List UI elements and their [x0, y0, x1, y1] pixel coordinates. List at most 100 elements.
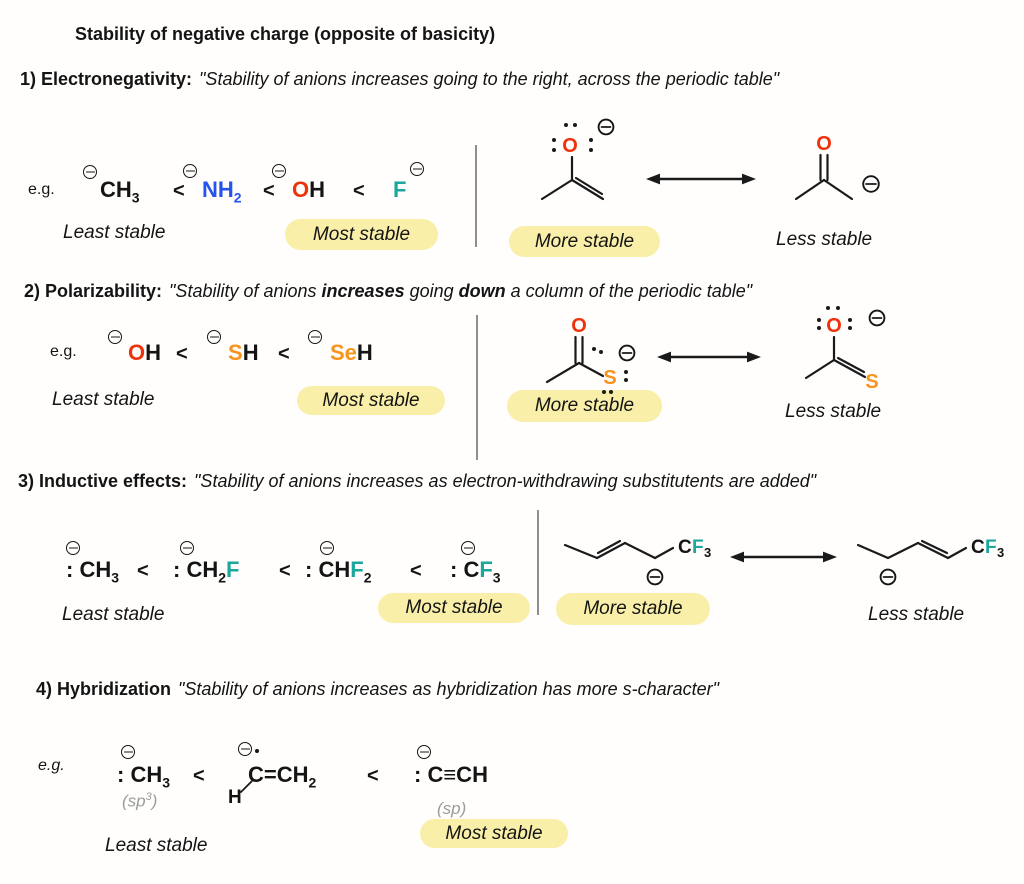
formula-amide-anion: NH2 — [183, 164, 242, 206]
formula-part: F — [350, 557, 364, 582]
oxygen-atom: O — [816, 133, 832, 155]
negative-charge-icon — [417, 745, 431, 759]
section-3-quote: "Stability of anions increases as electr… — [194, 471, 817, 491]
most-stable-label: Most stable — [405, 597, 503, 618]
formula-part: : — [450, 557, 464, 582]
section-divider — [475, 145, 477, 247]
section-4-quote: "Stability of anions increases as hybrid… — [178, 679, 720, 699]
page-title: Stability of negative charge (opposite o… — [75, 24, 496, 44]
formula-selenolate-anion: SeH — [308, 330, 373, 366]
formula-part: : — [173, 557, 187, 582]
formula-subscript: 2 — [308, 774, 317, 791]
least-stable-label: Least stable — [63, 222, 166, 243]
section-1-label: 1) Electronegativity: — [20, 69, 193, 89]
less-than-symbol: < — [410, 560, 422, 582]
more-stable-label: More stable — [583, 598, 683, 619]
formula-part: H — [145, 340, 162, 365]
negative-charge-icon — [646, 568, 664, 586]
carbon-atom: C — [971, 537, 985, 558]
formula-part: H — [356, 340, 373, 365]
fluorine-atom: F — [692, 537, 704, 558]
negative-charge-icon — [183, 164, 197, 178]
formula-part: O — [292, 177, 310, 202]
formula-trifluoromethyl-anion: : CF3 — [450, 541, 501, 586]
most-stable-highlight: Most stable — [420, 819, 568, 848]
section-4-heading: 4) Hybridization "Stability of anions inc… — [36, 678, 986, 701]
formula-part: F — [226, 557, 240, 582]
section-1-quote: "Stability of anions increases going to … — [199, 69, 780, 89]
formula-thiolate-anion: SH — [207, 330, 259, 366]
formula-subscript: 3 — [492, 569, 501, 586]
formula-part: : — [66, 557, 80, 582]
negative-charge-icon — [207, 330, 221, 344]
formula-part: H — [242, 340, 259, 365]
allylic-anion-resonance-structures: C F 3 C F 3 — [563, 537, 1004, 586]
carbon-atom: C — [678, 537, 692, 558]
formula-part: F — [393, 177, 407, 202]
most-stable-highlight: Most stable — [285, 219, 438, 250]
more-stable-highlight: More stable — [509, 226, 660, 257]
negative-charge-icon — [308, 330, 322, 344]
less-than-symbol: < — [193, 765, 205, 787]
negative-charge-icon — [410, 162, 424, 176]
section-2-quote: "Stability of anions increases going dow… — [169, 281, 752, 301]
oxygen-atom: O — [571, 315, 587, 337]
most-stable-label: Most stable — [322, 389, 420, 411]
less-than-symbol: < — [278, 343, 290, 365]
formula-subscript: 2 — [363, 569, 372, 586]
formula-part: Se — [330, 340, 357, 365]
negative-charge-icon — [121, 745, 135, 759]
formula-methyl-anion: : CH3 — [66, 541, 119, 585]
formula-subscript: 3 — [162, 774, 171, 791]
less-than-symbol: < — [353, 180, 365, 202]
section-3-label: 3) Inductive effects: — [18, 471, 188, 491]
negative-charge-icon — [83, 165, 97, 179]
quote-part: going — [404, 281, 459, 301]
less-than-symbol: < — [367, 765, 379, 787]
section-2-heading: 2) Polarizability: "Stability of anions i… — [24, 280, 1014, 303]
negative-charge-icon — [879, 568, 897, 586]
formula-part: CH — [318, 557, 351, 582]
most-stable-label: Most stable — [445, 822, 543, 844]
quote-part-bold: down — [458, 281, 506, 301]
section-1-heading: 1) Electronegativity: "Stability of anion… — [20, 68, 876, 91]
h-c-bond — [240, 780, 253, 793]
formula-acetylide-anion: : C≡CH — [414, 745, 488, 788]
most-stable-highlight: Most stable — [297, 386, 445, 415]
negative-charge-icon — [461, 541, 475, 555]
section-divider — [537, 510, 539, 615]
less-than-symbol: < — [176, 343, 188, 365]
less-than-symbol: < — [279, 560, 291, 582]
quote-part: "Stability of anions — [169, 281, 322, 301]
section-4-label: 4) Hybridization — [36, 679, 172, 699]
formula-part: O — [128, 340, 146, 365]
formula-hydroxide-anion: OH — [108, 330, 162, 366]
section-3-heading: 3) Inductive effects: "Stability of anion… — [18, 470, 898, 493]
formula-part: C≡CH — [427, 762, 488, 787]
fluorine-atom: F — [985, 537, 997, 558]
less-stable-label: Less stable — [776, 229, 873, 250]
formula-difluoromethyl-anion: : CHF2 — [305, 541, 372, 586]
formula-vinyl-anion: C=CH2 — [238, 742, 317, 791]
least-stable-label: Least stable — [105, 835, 208, 856]
most-stable-highlight: Most stable — [378, 593, 530, 623]
negative-charge-icon — [108, 330, 122, 344]
formula-part: CH — [186, 557, 219, 582]
formula-part: CH — [79, 557, 112, 582]
formula-subscript: 2 — [233, 189, 242, 206]
hybridization-sp3-label: (sp3) — [122, 791, 157, 812]
section-2-label: 2) Polarizability: — [24, 281, 163, 301]
formula-part: : — [414, 762, 428, 787]
section-divider — [476, 315, 478, 460]
least-stable-label: Least stable — [62, 604, 165, 625]
hyb-part: (sp — [122, 791, 146, 811]
formula-fluoromethyl-anion: : CH2F — [173, 541, 240, 585]
negative-charge-icon — [66, 541, 80, 555]
quote-part: a column of the periodic table" — [505, 281, 753, 301]
less-than-symbol: < — [173, 180, 185, 202]
more-stable-highlight: More stable — [556, 593, 710, 625]
formula-part: CH — [130, 762, 163, 787]
hybridization-sp-label: (sp) — [437, 799, 467, 818]
negative-charge-icon — [320, 541, 334, 555]
